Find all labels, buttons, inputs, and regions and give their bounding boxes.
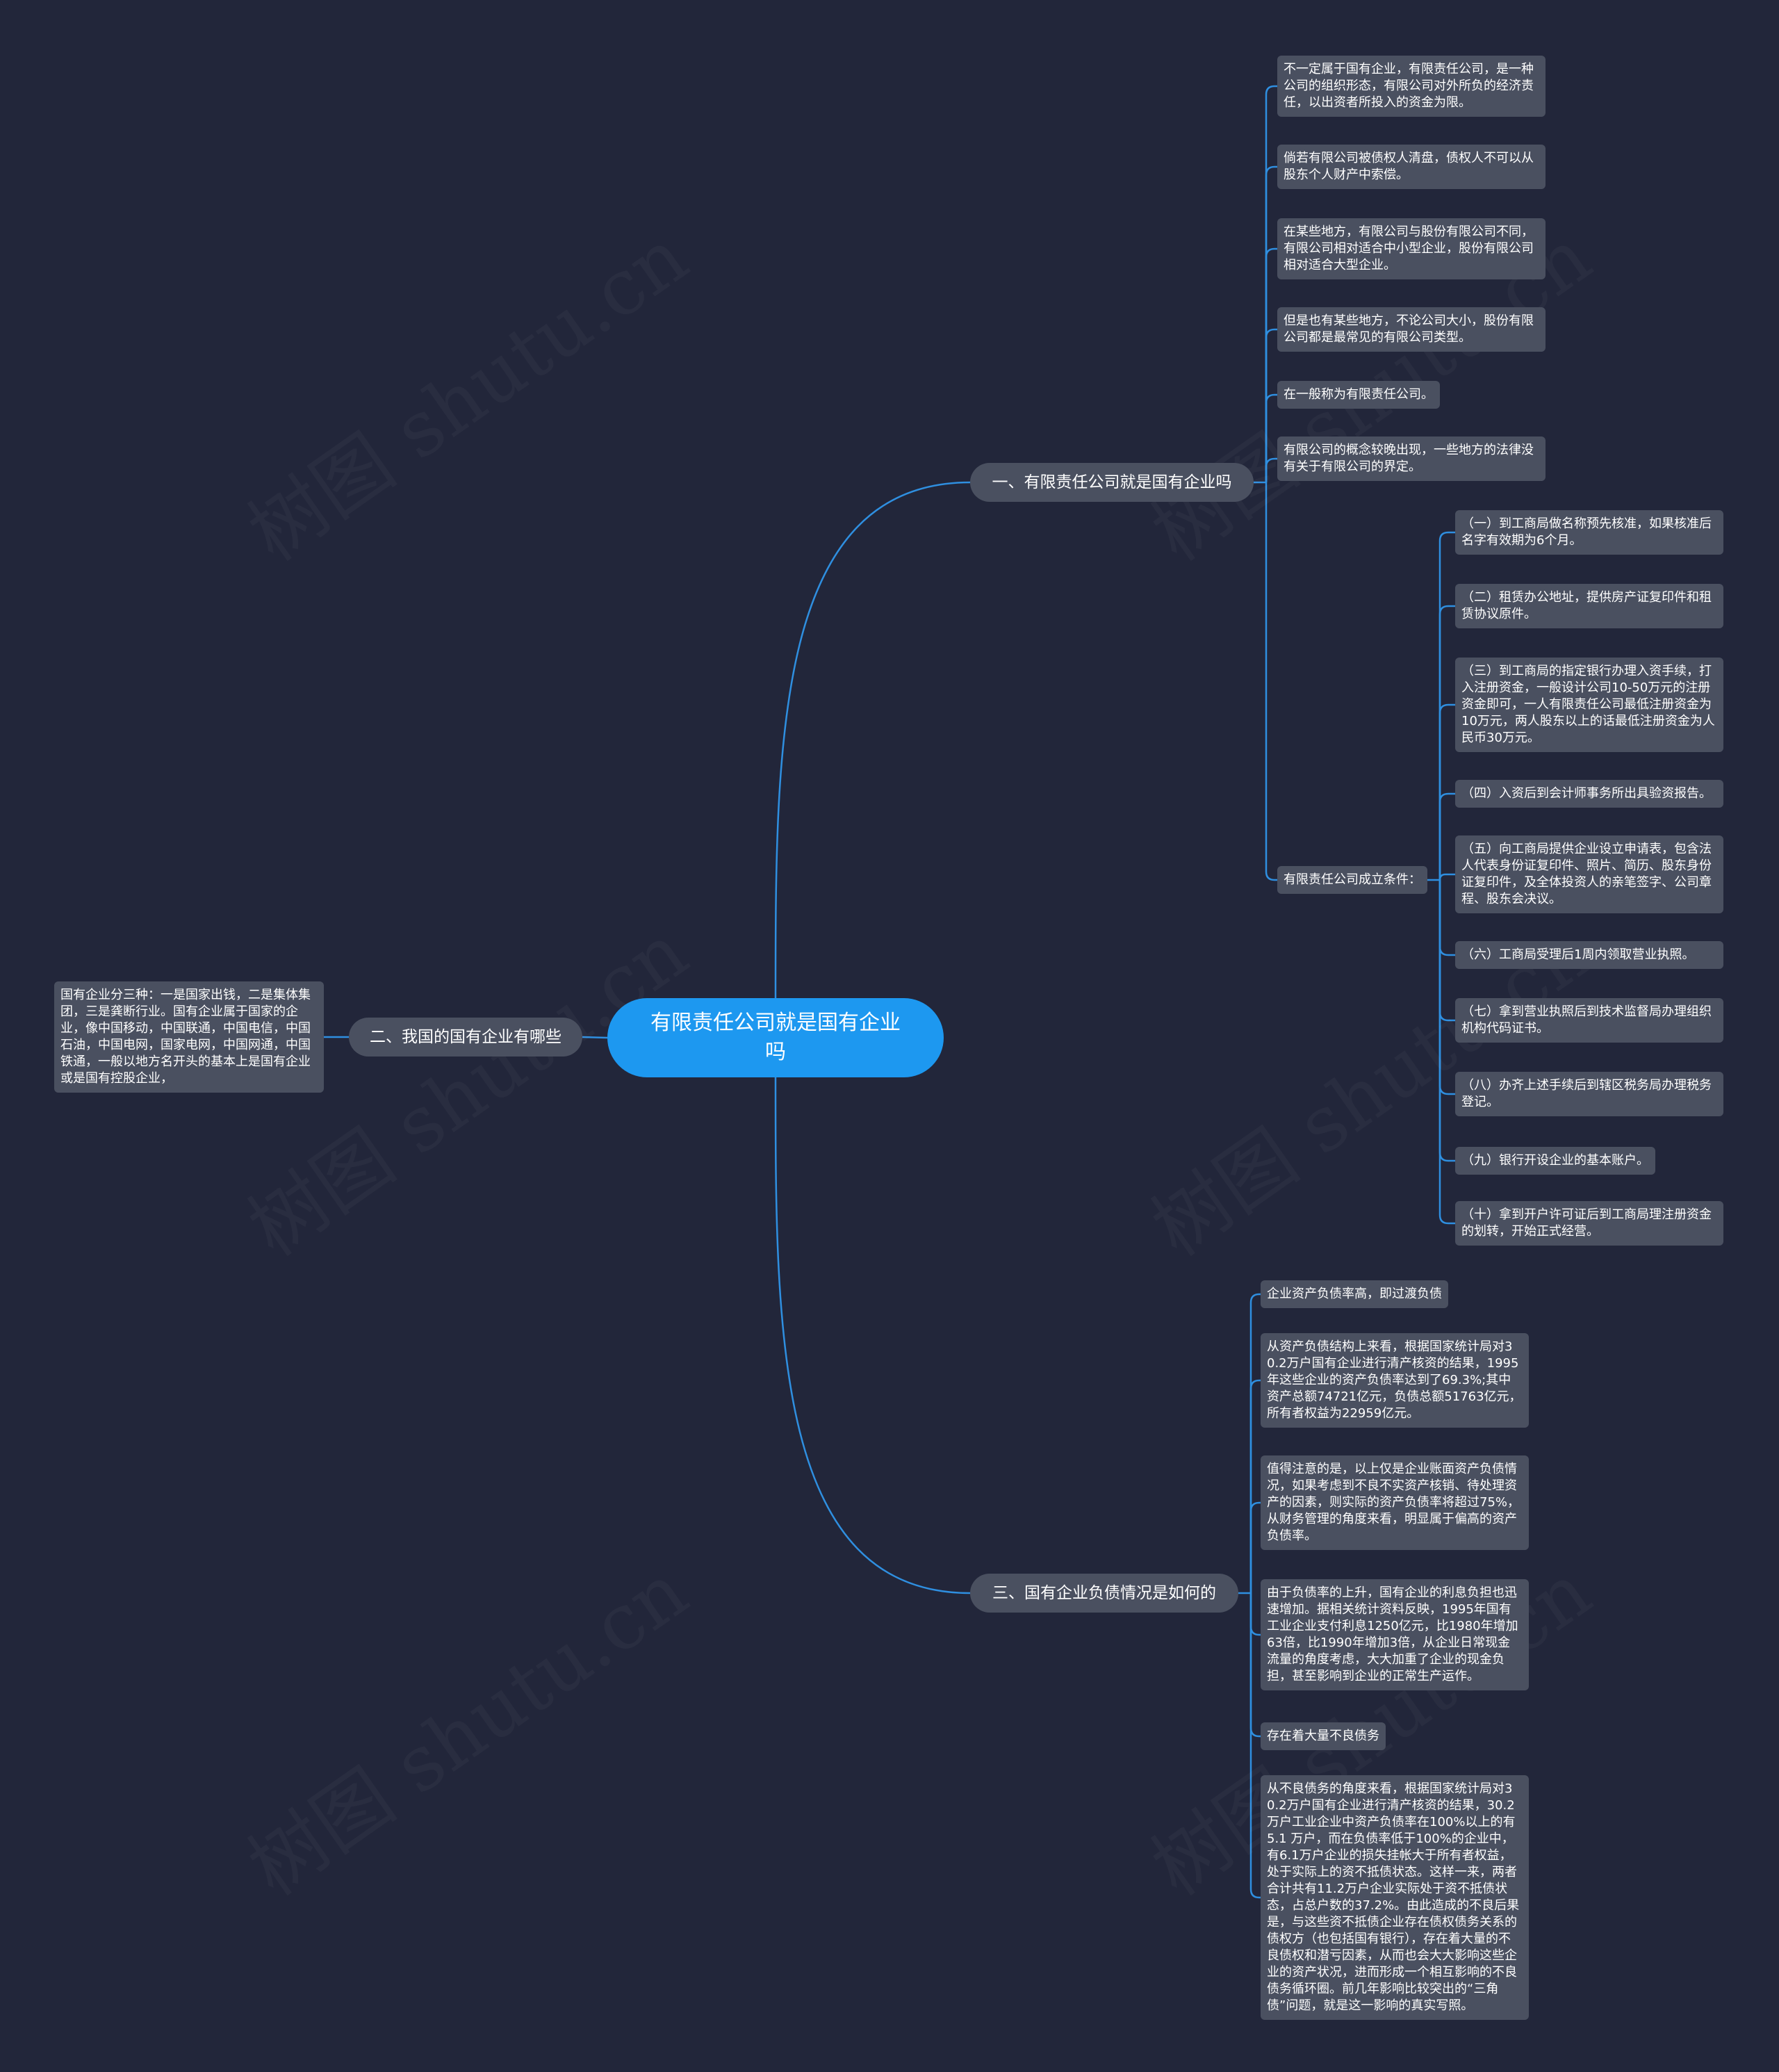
link-leaf-b1-2: [1265, 165, 1277, 482]
link-leaf-b3-1: [1249, 1293, 1261, 1593]
link-condition-4: [1438, 792, 1455, 880]
leaf-b1-1[interactable]: 不一定属于国有企业，有限责任公司，是一种公司的组织形态，有限公司对外所负的经济责…: [1277, 56, 1546, 117]
link-root-branch-limited-company: [774, 481, 971, 999]
link-leaf-b3-4: [1249, 1593, 1261, 1636]
leaf-b1-3[interactable]: 在某些地方，有限公司与股份有限公司不同，有限公司相对适合中小型企业，股份有限公司…: [1277, 218, 1546, 279]
link-condition-1: [1438, 531, 1455, 880]
leaf-b1-6[interactable]: 有限公司的概念较晚出现，一些地方的法律没有关于有限公司的界定。: [1277, 437, 1546, 481]
link-leaf-b1-4: [1265, 328, 1277, 482]
link-leaf-b1-3: [1265, 247, 1277, 482]
root-topic[interactable]: 有限责任公司就是国有企业吗: [607, 998, 944, 1077]
link-condition-10: [1438, 880, 1455, 1225]
link-condition-2: [1438, 605, 1455, 880]
link-condition-7: [1438, 880, 1455, 1022]
condition-9[interactable]: （九）银行开设企业的基本账户。: [1455, 1147, 1655, 1175]
condition-6[interactable]: （六）工商局受理后1周内领取营业执照。: [1455, 941, 1723, 969]
leaf-b3-1[interactable]: 企业资产负债率高，即过渡负债: [1261, 1280, 1448, 1308]
link-leaf-b1-6: [1265, 457, 1277, 482]
condition-4[interactable]: （四）入资后到会计师事务所出具验资报告。: [1455, 780, 1723, 808]
leaf-b2-1[interactable]: 国有企业分三种：一是国家出钱，二是集体集团，三是龚断行业。国有企业属于国家的企业…: [54, 981, 324, 1093]
leaf-b1-4[interactable]: 但是也有某些地方，不论公司大小，股份有限公司都是最常见的有限公司类型。: [1277, 307, 1546, 352]
condition-2[interactable]: （二）租赁办公地址，提供房产证复印件和租赁协议原件。: [1455, 584, 1723, 628]
leaf-b3-3[interactable]: 值得注意的是，以上仅是企业账面资产负债情况，如果考虑到不良不实资产核销、待处理资…: [1261, 1455, 1529, 1550]
link-condition-8: [1438, 880, 1455, 1095]
link-condition-6: [1438, 880, 1455, 956]
leaf-b1-5[interactable]: 在一般称为有限责任公司。: [1277, 381, 1440, 409]
leaf-b3-2[interactable]: 从资产负债结构上来看，根据国家统计局对30.2万户国有企业进行清产核资的结果，1…: [1261, 1333, 1529, 1428]
condition-1[interactable]: （一）到工商局做名称预先核准，如果核准后名字有效期为6个月。: [1455, 510, 1723, 555]
branch-debt-situation[interactable]: 三、国有企业负债情况是如何的: [970, 1574, 1238, 1613]
branch-state-enterprises[interactable]: 二、我国的国有企业有哪些: [349, 1018, 582, 1057]
condition-8[interactable]: （八）办齐上述手续后到辖区税务局办理税务登记。: [1455, 1072, 1723, 1116]
branch-limited-company[interactable]: 一、有限责任公司就是国有企业吗: [970, 463, 1254, 502]
link-condition-5: [1438, 873, 1455, 881]
leaf-b1-2[interactable]: 倘若有限公司被债权人清盘，债权人不可以从股东个人财产中索偿。: [1277, 145, 1546, 189]
link-root-left: [582, 1036, 608, 1039]
link-condition-3: [1438, 703, 1455, 880]
condition-3[interactable]: （三）到工商局的指定银行办理入资手续，打入注册资金，一般设计公司10-50万元的…: [1455, 658, 1723, 752]
leaf-b3-4[interactable]: 由于负债率的上升，国有企业的利息负担也迅速增加。据相关统计资料反映，1995年国…: [1261, 1579, 1529, 1690]
link-leaf-b3-3: [1249, 1501, 1261, 1593]
condition-10[interactable]: （十）拿到开户许可证后到工商局理注册资金的划转，开始正式经营。: [1455, 1201, 1723, 1246]
link-root-branch-debt-situation: [774, 1077, 971, 1594]
condition-5[interactable]: （五）向工商局提供企业设立申请表，包含法人代表身份证复印件、照片、简历、股东身份…: [1455, 835, 1723, 913]
leaf-conditions[interactable]: 有限责任公司成立条件：: [1277, 866, 1427, 894]
link-leaf-b3-2: [1249, 1379, 1261, 1593]
link-leaf-conditions: [1265, 482, 1277, 881]
leaf-b3-6[interactable]: 从不良债务的角度来看，根据国家统计局对30.2万户国有企业进行清产核资的结果，3…: [1261, 1775, 1529, 2020]
link-leaf-b3-6: [1249, 1593, 1261, 1899]
link-leaf-b1-1: [1265, 85, 1277, 482]
condition-7[interactable]: （七）拿到营业执照后到技术监督局办理组织机构代码证书。: [1455, 998, 1723, 1043]
link-leaf-b1-5: [1265, 393, 1277, 482]
leaf-b3-5[interactable]: 存在着大量不良债务: [1261, 1722, 1386, 1750]
link-leaf-b3-5: [1249, 1593, 1261, 1738]
